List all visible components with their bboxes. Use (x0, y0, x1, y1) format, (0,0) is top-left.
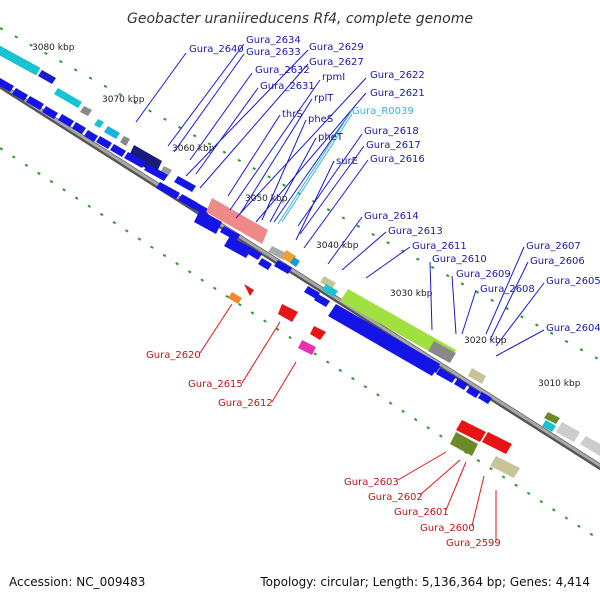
bottom-gene-labels: Gura_2620 Gura_2615 Gura_2612 Gura_2603 … (146, 350, 501, 549)
gene-label[interactable]: Gura_2602 (368, 492, 423, 503)
gene-label[interactable]: Gura_2617 (366, 140, 421, 151)
gene-label[interactable]: Gura_2606 (530, 256, 585, 267)
scale-label: 3030 kbp (390, 289, 433, 299)
scale-label: 3040 kbp (316, 241, 359, 251)
scale-label: 3070 kbp (102, 95, 145, 105)
gene-label[interactable]: Gura_2634 (246, 35, 301, 46)
cyan-callout-lines (277, 109, 353, 225)
gene-label[interactable]: pheS (308, 114, 333, 125)
scale-label: 3020 kbp (464, 336, 507, 346)
gene-label[interactable]: Gura_2604 (546, 323, 600, 334)
gene-label[interactable]: Gura_2612 (218, 398, 273, 409)
gene-label[interactable]: rplT (314, 93, 334, 104)
scale-label: 3050 kbp (245, 194, 288, 204)
gene-label[interactable]: Gura_2620 (146, 350, 201, 361)
map-title: Geobacter uraniireducens Rf4, complete g… (127, 11, 473, 27)
gene-label[interactable]: Gura_2613 (388, 226, 443, 237)
gene-label[interactable]: Gura_2633 (246, 47, 301, 58)
forward-strand-genes (0, 45, 600, 456)
gene-label[interactable]: Gura_2605 (546, 276, 600, 287)
scale-labels: 3080 kbp 3070 kbp 3060 kbp 3050 kbp 3040… (32, 43, 581, 389)
gene-label[interactable]: Gura_2631 (260, 81, 315, 92)
gene-label[interactable]: Gura_2640 (189, 44, 244, 55)
gene-label[interactable]: Gura_2618 (364, 126, 419, 137)
gene-label[interactable]: Gura_2603 (344, 477, 399, 488)
top-gene-labels: Gura_2640 Gura_2634 Gura_2633 Gura_2629 … (189, 35, 600, 334)
gene-label-rna[interactable]: Gura_R0039 (352, 106, 414, 117)
gene-label[interactable]: Gura_2629 (309, 42, 364, 53)
gene-label[interactable]: Gura_2621 (370, 88, 425, 99)
gene-label[interactable]: Gura_2599 (446, 538, 501, 549)
forward-strand-arrows (0, 78, 492, 404)
gene-label[interactable]: Gura_2610 (432, 254, 487, 265)
bottom-callout-lines (199, 303, 497, 541)
reverse-strand-genes (228, 284, 520, 478)
gene-label[interactable]: Gura_2611 (412, 241, 467, 252)
gene-label[interactable]: Gura_2608 (480, 284, 535, 295)
gene-label[interactable]: Gura_2632 (255, 65, 310, 76)
gene-label[interactable]: Gura_2601 (394, 507, 449, 518)
scale-label: 3080 kbp (32, 43, 75, 53)
gene-label[interactable]: Gura_2614 (364, 211, 419, 222)
gene-label[interactable]: Gura_2600 (420, 523, 475, 534)
gene-label[interactable]: pheT (318, 132, 344, 143)
scale-label: 3010 kbp (538, 379, 581, 389)
gene-label[interactable]: Gura_2622 (370, 70, 425, 81)
genome-backbone (0, 81, 600, 471)
gene-label[interactable]: Gura_2609 (456, 269, 511, 280)
gene-label[interactable]: surE (336, 156, 358, 167)
genome-summary-text: Topology: circular; Length: 5,136,364 bp… (259, 575, 590, 589)
gene-label[interactable]: thrS (282, 109, 303, 120)
top-callout-lines (135, 43, 545, 357)
gene-label[interactable]: Gura_2627 (309, 57, 364, 68)
accession-text: Accession: NC_009483 (9, 575, 145, 589)
gene-label[interactable]: Gura_2615 (188, 379, 243, 390)
gene-label[interactable]: Gura_2616 (370, 154, 425, 165)
gene-label[interactable]: rpmI (322, 72, 345, 83)
scale-label: 3060 kbp (172, 144, 215, 154)
gene-label[interactable]: Gura_2607 (526, 241, 581, 252)
